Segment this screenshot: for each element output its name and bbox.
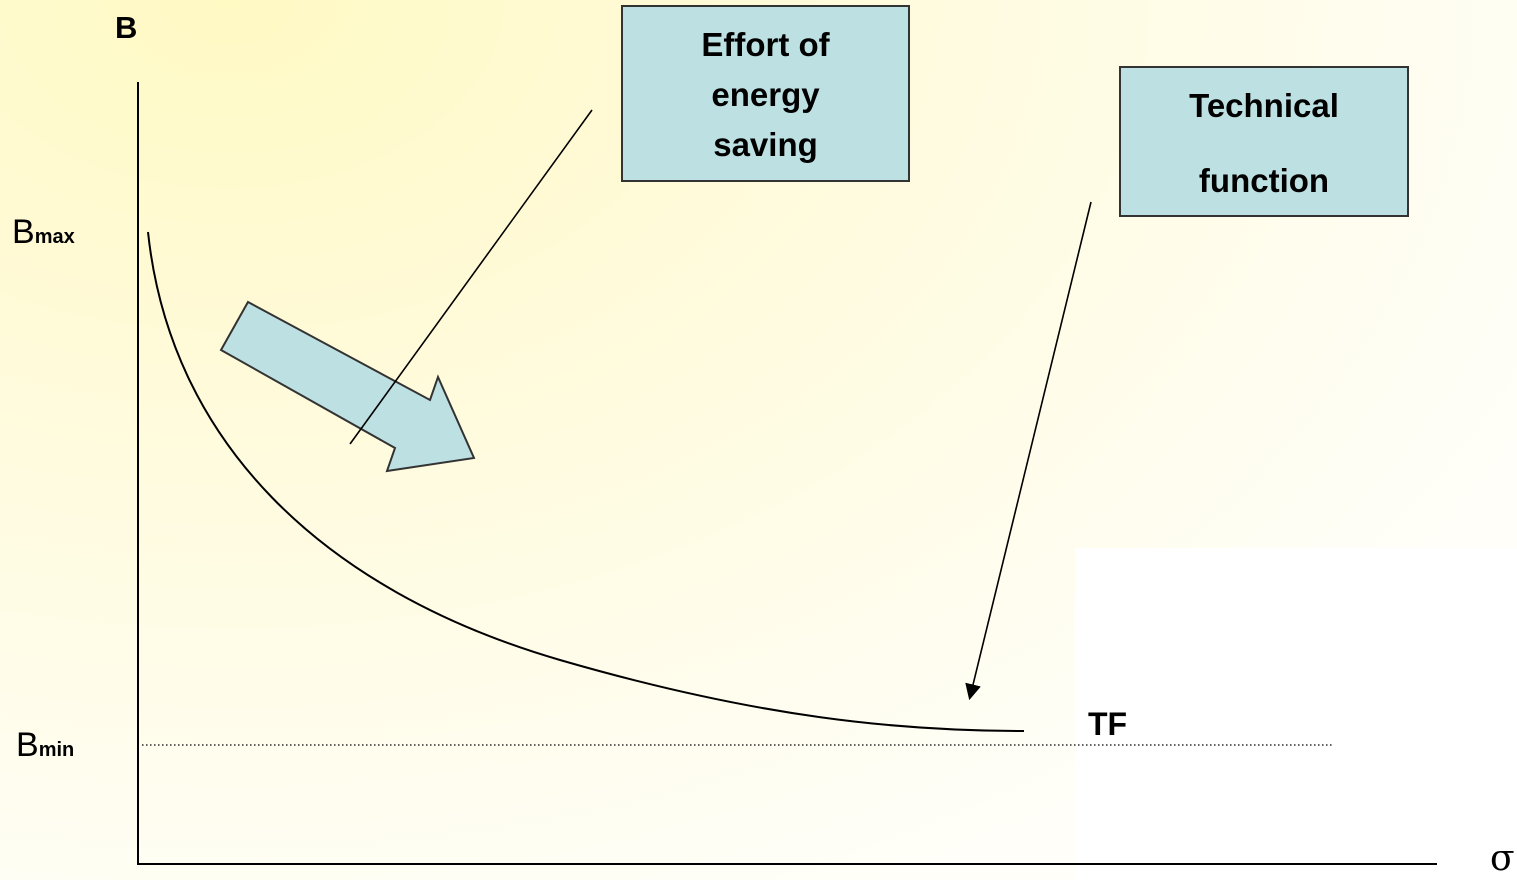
technical-function-callout: Technical function [1119,66,1409,217]
effort-callout-line: saving [713,126,818,163]
effort-callout-line: Effort of [701,26,830,63]
bmax-base: B [12,213,35,251]
effort-callout-pointer [349,109,593,445]
bmin-label: Bmin [16,728,74,762]
bmin-base: B [16,726,39,764]
technical-function-curve [147,231,1025,732]
effort-of-energy-saving-callout: Effort of energy saving [621,5,910,182]
map-watermark [1075,548,1517,880]
x-axis-label: σ [1490,838,1515,879]
technical-callout-line: function [1198,162,1330,199]
technical-callout-line: Technical [1189,87,1339,124]
bmin-subscript: min [38,739,75,761]
energy-saving-arrow [219,300,476,473]
bmax-subscript: max [34,226,75,248]
y-axis-label: B [115,10,138,45]
effort-callout-line: energy [711,76,820,113]
technical-callout-pointer [965,201,1092,701]
bmax-label: Bmax [12,215,75,249]
tf-label: TF [1088,706,1128,742]
